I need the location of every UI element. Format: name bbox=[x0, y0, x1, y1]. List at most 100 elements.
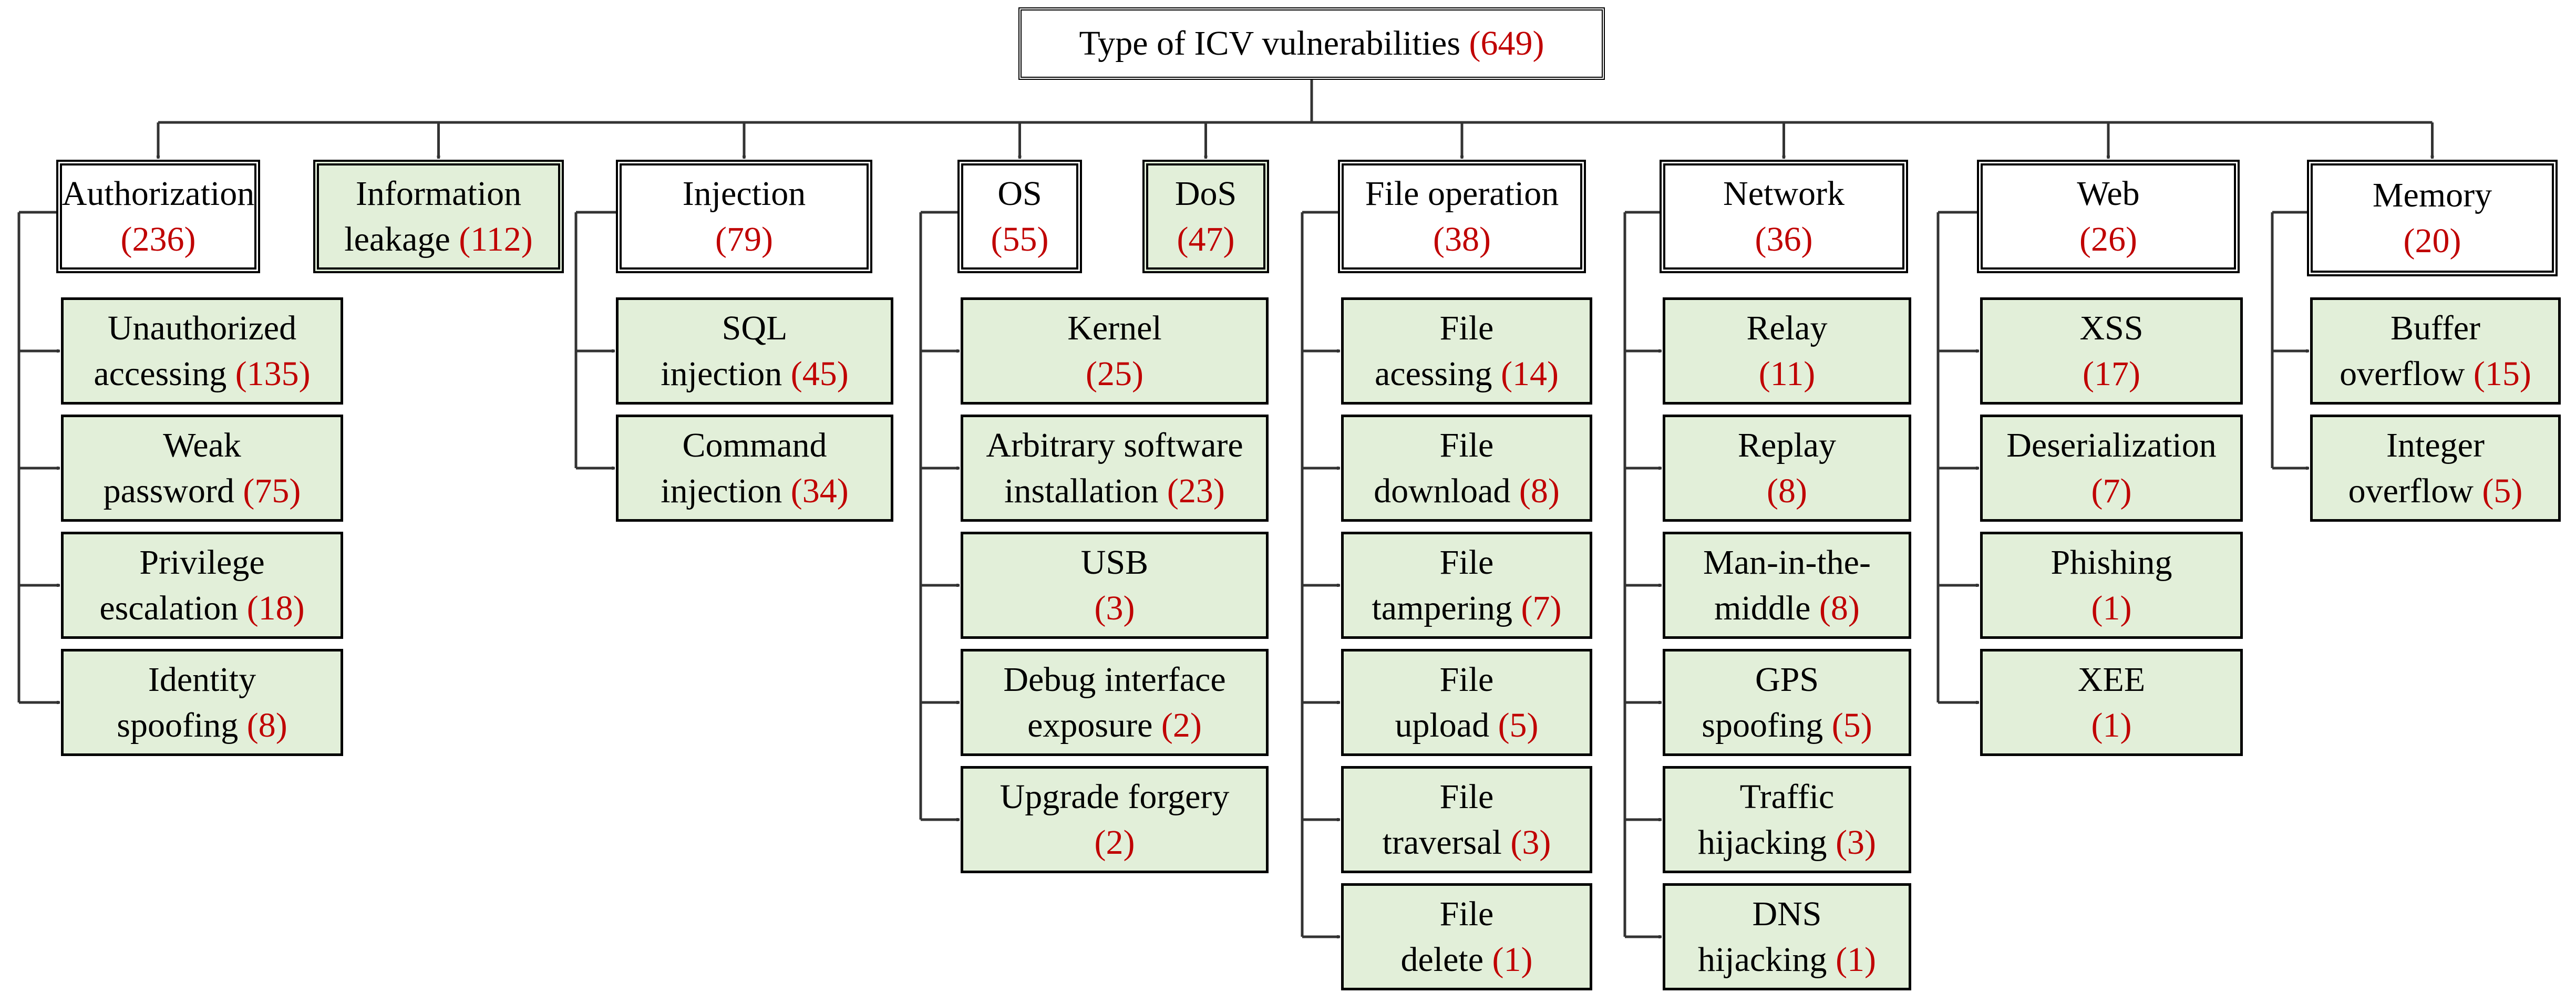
leaf-privilege-escalation-line-2: escalation (18) bbox=[99, 585, 304, 631]
category-memory-line-1: Memory bbox=[2373, 172, 2492, 218]
leaf-command-injection-line-1: Command bbox=[683, 422, 827, 468]
category-information-leakage-count: (112) bbox=[459, 220, 533, 258]
category-network-label: Network bbox=[1723, 174, 1845, 213]
leaf-file-traversal-line-1: File bbox=[1440, 774, 1494, 820]
leaf-debug-interface-exposure-label: exposure bbox=[1027, 706, 1153, 744]
category-information-leakage-line-1: Information bbox=[356, 171, 521, 216]
leaf-dns-hijacking: DNS hijacking (1) bbox=[1663, 883, 1911, 990]
leaf-integer-overflow-line-1: Integer bbox=[2386, 422, 2485, 468]
leaf-phishing-line-1: Phishing bbox=[2051, 540, 2172, 585]
leaf-kernel-count-line: (25) bbox=[1086, 351, 1143, 397]
leaf-replay-count: (8) bbox=[1767, 472, 1807, 510]
category-information-leakage-label: leakage bbox=[344, 220, 450, 258]
category-web: Web(26) bbox=[1977, 160, 2240, 273]
category-dos-label: DoS bbox=[1174, 174, 1237, 213]
leaf-file-upload-count: (5) bbox=[1498, 706, 1539, 744]
leaf-upgrade-forgery-count: (2) bbox=[1094, 823, 1135, 862]
category-network-line-1: Network bbox=[1723, 171, 1845, 216]
leaf-command-injection-count: (34) bbox=[790, 472, 849, 510]
leaf-file-traversal-count: (3) bbox=[1510, 823, 1551, 862]
leaf-weak-password-count: (75) bbox=[243, 472, 301, 510]
category-file-operation-count: (38) bbox=[1433, 220, 1491, 258]
leaf-dns-hijacking-line-1: DNS bbox=[1752, 891, 1821, 937]
leaf-phishing-count: (1) bbox=[2091, 589, 2132, 627]
leaf-unauthorized-accessing-label: Unauthorized bbox=[107, 308, 297, 347]
category-file-operation-line-1: File operation bbox=[1365, 171, 1559, 216]
category-network-count: (36) bbox=[1755, 220, 1813, 258]
leaf-file-tampering-line-1: File bbox=[1440, 540, 1494, 585]
leaf-gps-spoofing-count: (5) bbox=[1831, 706, 1872, 744]
category-injection-line-1: Injection bbox=[683, 171, 806, 216]
leaf-debug-interface-exposure-count: (2) bbox=[1161, 706, 1202, 744]
category-injection: Injection(79) bbox=[616, 160, 872, 273]
leaf-unauthorized-accessing-count: (135) bbox=[235, 355, 311, 393]
leaf-usb: USB(3) bbox=[961, 532, 1269, 639]
leaf-file-delete-count: (1) bbox=[1492, 940, 1533, 979]
category-dos-line-1: DoS bbox=[1175, 171, 1237, 216]
leaf-gps-spoofing-label: GPS bbox=[1755, 660, 1819, 699]
leaf-file-acessing-label: acessing bbox=[1374, 355, 1492, 393]
category-information-leakage-line-2: leakage (112) bbox=[344, 216, 533, 262]
root-label: Type of ICV vulnerabilities bbox=[1079, 24, 1461, 63]
leaf-buffer-overflow-line-2: overflow (15) bbox=[2340, 351, 2531, 397]
leaf-identity-spoofing-line-2: spoofing (8) bbox=[117, 702, 287, 748]
leaf-man-in-the-middle-line-1: Man-in-the- bbox=[1703, 540, 1871, 585]
leaf-xss: XSS(17) bbox=[1980, 297, 2243, 405]
leaf-identity-spoofing-count: (8) bbox=[246, 706, 287, 744]
leaf-file-tampering-label: File bbox=[1439, 543, 1494, 582]
leaf-arbitrary-software-installation-line-1: Arbitrary software bbox=[986, 422, 1243, 468]
leaf-file-upload-label: upload bbox=[1395, 706, 1490, 744]
leaf-file-tampering-line-2: tampering (7) bbox=[1372, 585, 1561, 631]
leaf-deserialization-count-line: (7) bbox=[2091, 468, 2132, 514]
leaf-debug-interface-exposure-line-1: Debug interface bbox=[1003, 657, 1225, 702]
category-memory: Memory (20) bbox=[2307, 160, 2558, 276]
category-injection-count-line: (79) bbox=[715, 216, 773, 262]
leaf-identity-spoofing-line-1: Identity bbox=[148, 657, 256, 702]
leaf-phishing-label: Phishing bbox=[2051, 543, 2172, 582]
category-information-leakage-label: Information bbox=[355, 174, 522, 213]
leaf-buffer-overflow-count: (15) bbox=[2473, 355, 2531, 393]
leaf-replay-line-1: Replay bbox=[1738, 422, 1836, 468]
leaf-relay-label: Relay bbox=[1746, 308, 1828, 347]
leaf-kernel-count: (25) bbox=[1086, 355, 1143, 393]
leaf-command-injection-label: Command bbox=[682, 426, 827, 464]
leaf-command-injection-label: injection bbox=[661, 472, 782, 510]
leaf-kernel-line-1: Kernel bbox=[1067, 305, 1162, 351]
leaf-weak-password-label: password bbox=[103, 472, 234, 510]
category-authorization-line-1: Authorization bbox=[62, 171, 255, 216]
leaf-file-acessing-line-1: File bbox=[1440, 305, 1494, 351]
leaf-file-download-count: (8) bbox=[1519, 472, 1560, 510]
leaf-unauthorized-accessing-line-1: Unauthorized bbox=[108, 305, 296, 351]
leaf-dns-hijacking-label: DNS bbox=[1752, 894, 1822, 933]
leaf-dns-hijacking-count: (1) bbox=[1836, 940, 1877, 979]
leaf-phishing-count-line: (1) bbox=[2091, 585, 2132, 631]
leaf-file-acessing-label: File bbox=[1439, 308, 1494, 347]
leaf-dns-hijacking-line-2: hijacking (1) bbox=[1698, 937, 1876, 982]
leaf-deserialization-label: Deserialization bbox=[2006, 426, 2217, 464]
leaf-usb-count: (3) bbox=[1094, 589, 1135, 627]
leaf-upgrade-forgery-line-1: Upgrade forgery bbox=[1000, 774, 1230, 820]
category-os: OS(55) bbox=[957, 160, 1082, 273]
leaf-privilege-escalation-label: escalation bbox=[99, 589, 239, 627]
leaf-dns-hijacking-label: hijacking bbox=[1697, 940, 1827, 979]
category-os-label: OS bbox=[997, 174, 1042, 213]
leaf-weak-password-line-1: Weak bbox=[163, 422, 241, 468]
leaf-arbitrary-software-installation-label: Arbitrary software bbox=[986, 426, 1243, 464]
leaf-sql-injection-label: injection bbox=[661, 355, 782, 393]
leaf-kernel-label: Kernel bbox=[1067, 308, 1162, 347]
leaf-file-tampering-label: tampering bbox=[1372, 589, 1513, 627]
leaf-arbitrary-software-installation-label: installation bbox=[1004, 472, 1159, 510]
category-memory-count: (20) bbox=[2403, 222, 2461, 260]
leaf-traffic-hijacking-line-1: Traffic bbox=[1740, 774, 1835, 820]
